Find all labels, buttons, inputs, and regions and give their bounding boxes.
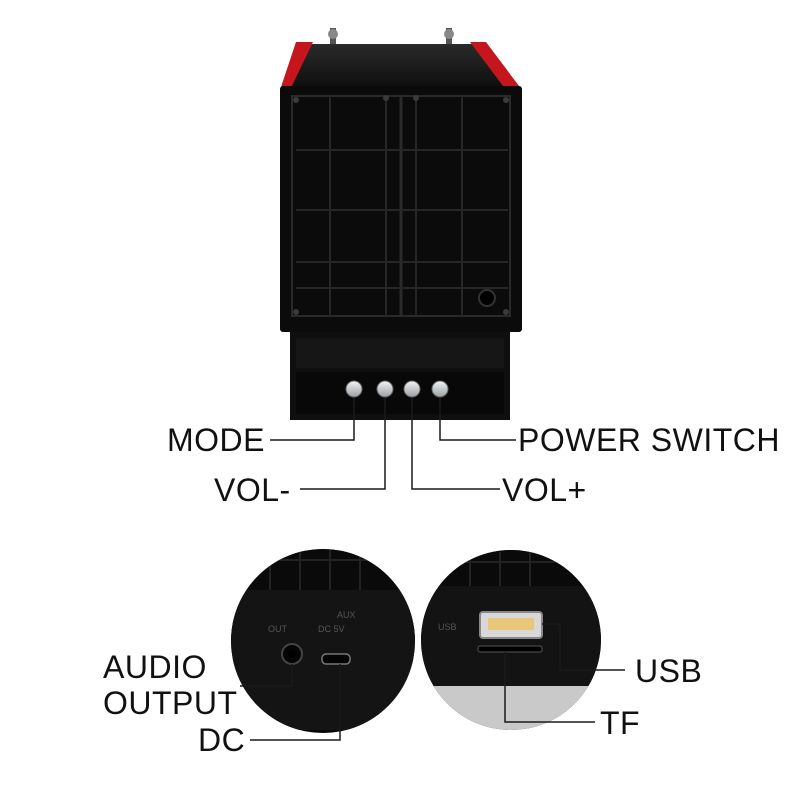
speaker-body	[280, 28, 522, 420]
tf-slot-icon	[477, 645, 543, 653]
dc-leader-line	[250, 664, 341, 741]
vol-plus-leader-line	[411, 398, 500, 490]
power-switch-button[interactable]	[431, 380, 449, 398]
mode-leader-line	[270, 398, 355, 441]
audio-output-label-line1: AUDIO	[103, 649, 207, 685]
right-leader-lines	[504, 623, 625, 723]
vol-minus-button[interactable]	[376, 380, 394, 398]
tf-leader-line	[504, 652, 595, 723]
vol-plus-label: VOL+	[502, 472, 587, 508]
tf-label: TF	[600, 705, 641, 741]
top-leader-lines	[270, 398, 516, 490]
dc-port-icon	[321, 653, 351, 665]
usb-label: USB	[635, 653, 703, 689]
svg-text:AUX: AUX	[337, 610, 356, 620]
svg-text:OUT: OUT	[268, 624, 288, 634]
left-zoom-detail: AUX DC 5V OUT	[231, 549, 415, 733]
usb-leader-line	[542, 623, 625, 671]
mode-label: MODE	[167, 422, 265, 458]
control-buttons	[345, 380, 449, 398]
svg-text:DC 5V: DC 5V	[318, 624, 345, 634]
left-leader-lines	[240, 664, 341, 741]
speaker-roof	[282, 44, 522, 90]
audio-output-leader-line	[240, 664, 293, 687]
audio-output-label-line2: OUTPUT	[103, 685, 238, 721]
svg-text:USB: USB	[438, 622, 457, 632]
dc-label: DC	[198, 722, 246, 758]
power-switch-label: POWER SWITCH	[518, 422, 780, 458]
hole-icon	[478, 289, 496, 307]
right-zoom-detail: USB	[421, 550, 601, 730]
right-red-rail	[470, 42, 522, 90]
left-red-rail	[280, 42, 313, 90]
power-switch-leader-line	[439, 398, 516, 441]
vol-minus-leader-line	[300, 398, 386, 490]
vol-plus-button[interactable]	[403, 380, 421, 398]
vol-minus-label: VOL-	[214, 472, 291, 508]
mode-button[interactable]	[345, 380, 363, 398]
